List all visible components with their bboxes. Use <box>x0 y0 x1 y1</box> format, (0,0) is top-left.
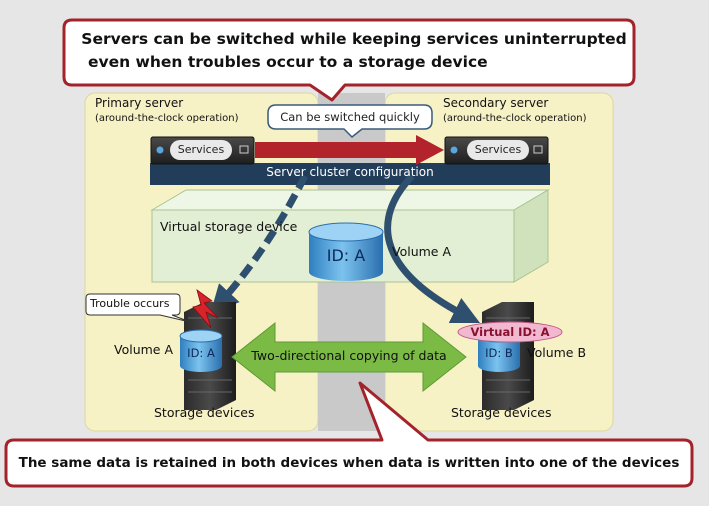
primary-server-subtitle: (around-the-clock operation) <box>95 113 239 124</box>
top-callout-line-1: Servers can be switched while keeping se… <box>81 30 627 48</box>
switch-bubble-label: Can be switched quickly <box>280 110 420 124</box>
bottom-callout-text: The same data is retained in both device… <box>18 455 680 471</box>
solid-path-right <box>384 173 481 324</box>
primary-volume-id: ID: A <box>187 346 215 360</box>
top-callout-line-2: even when troubles occur to a storage de… <box>88 53 488 71</box>
switch-arrow <box>255 135 444 165</box>
secondary-server-subtitle: (around-the-clock operation) <box>443 113 587 124</box>
secondary-storage-caption: Storage devices <box>451 405 552 420</box>
trouble-lightning-icon <box>192 289 219 329</box>
top-callout <box>62 18 636 102</box>
trouble-label: Trouble occurs <box>90 297 170 310</box>
virtual-volume-id: ID: A <box>326 246 366 265</box>
trouble-bubble <box>85 293 191 323</box>
secondary-server-title: Secondary server <box>443 96 549 110</box>
secondary-volume-label: Volume B <box>527 345 587 360</box>
primary-services-label: Services <box>170 140 232 160</box>
bottom-callout <box>4 381 694 488</box>
primary-volume-cylinder <box>179 329 223 372</box>
switch-bubble <box>267 104 433 139</box>
virtual-id-label: Virtual ID: A <box>470 325 550 339</box>
secondary-services-label: Services <box>467 140 529 160</box>
virtual-id-oval <box>457 321 563 343</box>
cluster-bar-label: Server cluster configuration <box>266 165 434 179</box>
copy-arrow-label: Two-directional copying of data <box>251 348 447 363</box>
secondary-volume-id: ID: B <box>485 346 513 360</box>
cluster-bar <box>150 163 550 185</box>
dashed-path-left <box>210 174 309 314</box>
primary-storage-caption: Storage devices <box>154 405 255 420</box>
virtual-storage-label: Virtual storage device <box>160 219 298 234</box>
copy-arrow <box>231 321 467 393</box>
virtual-volume-cylinder <box>308 222 384 281</box>
primary-volume-label: Volume A <box>114 342 174 357</box>
primary-server-title: Primary server <box>95 96 184 110</box>
virtual-volume-label: Volume A <box>392 244 452 259</box>
